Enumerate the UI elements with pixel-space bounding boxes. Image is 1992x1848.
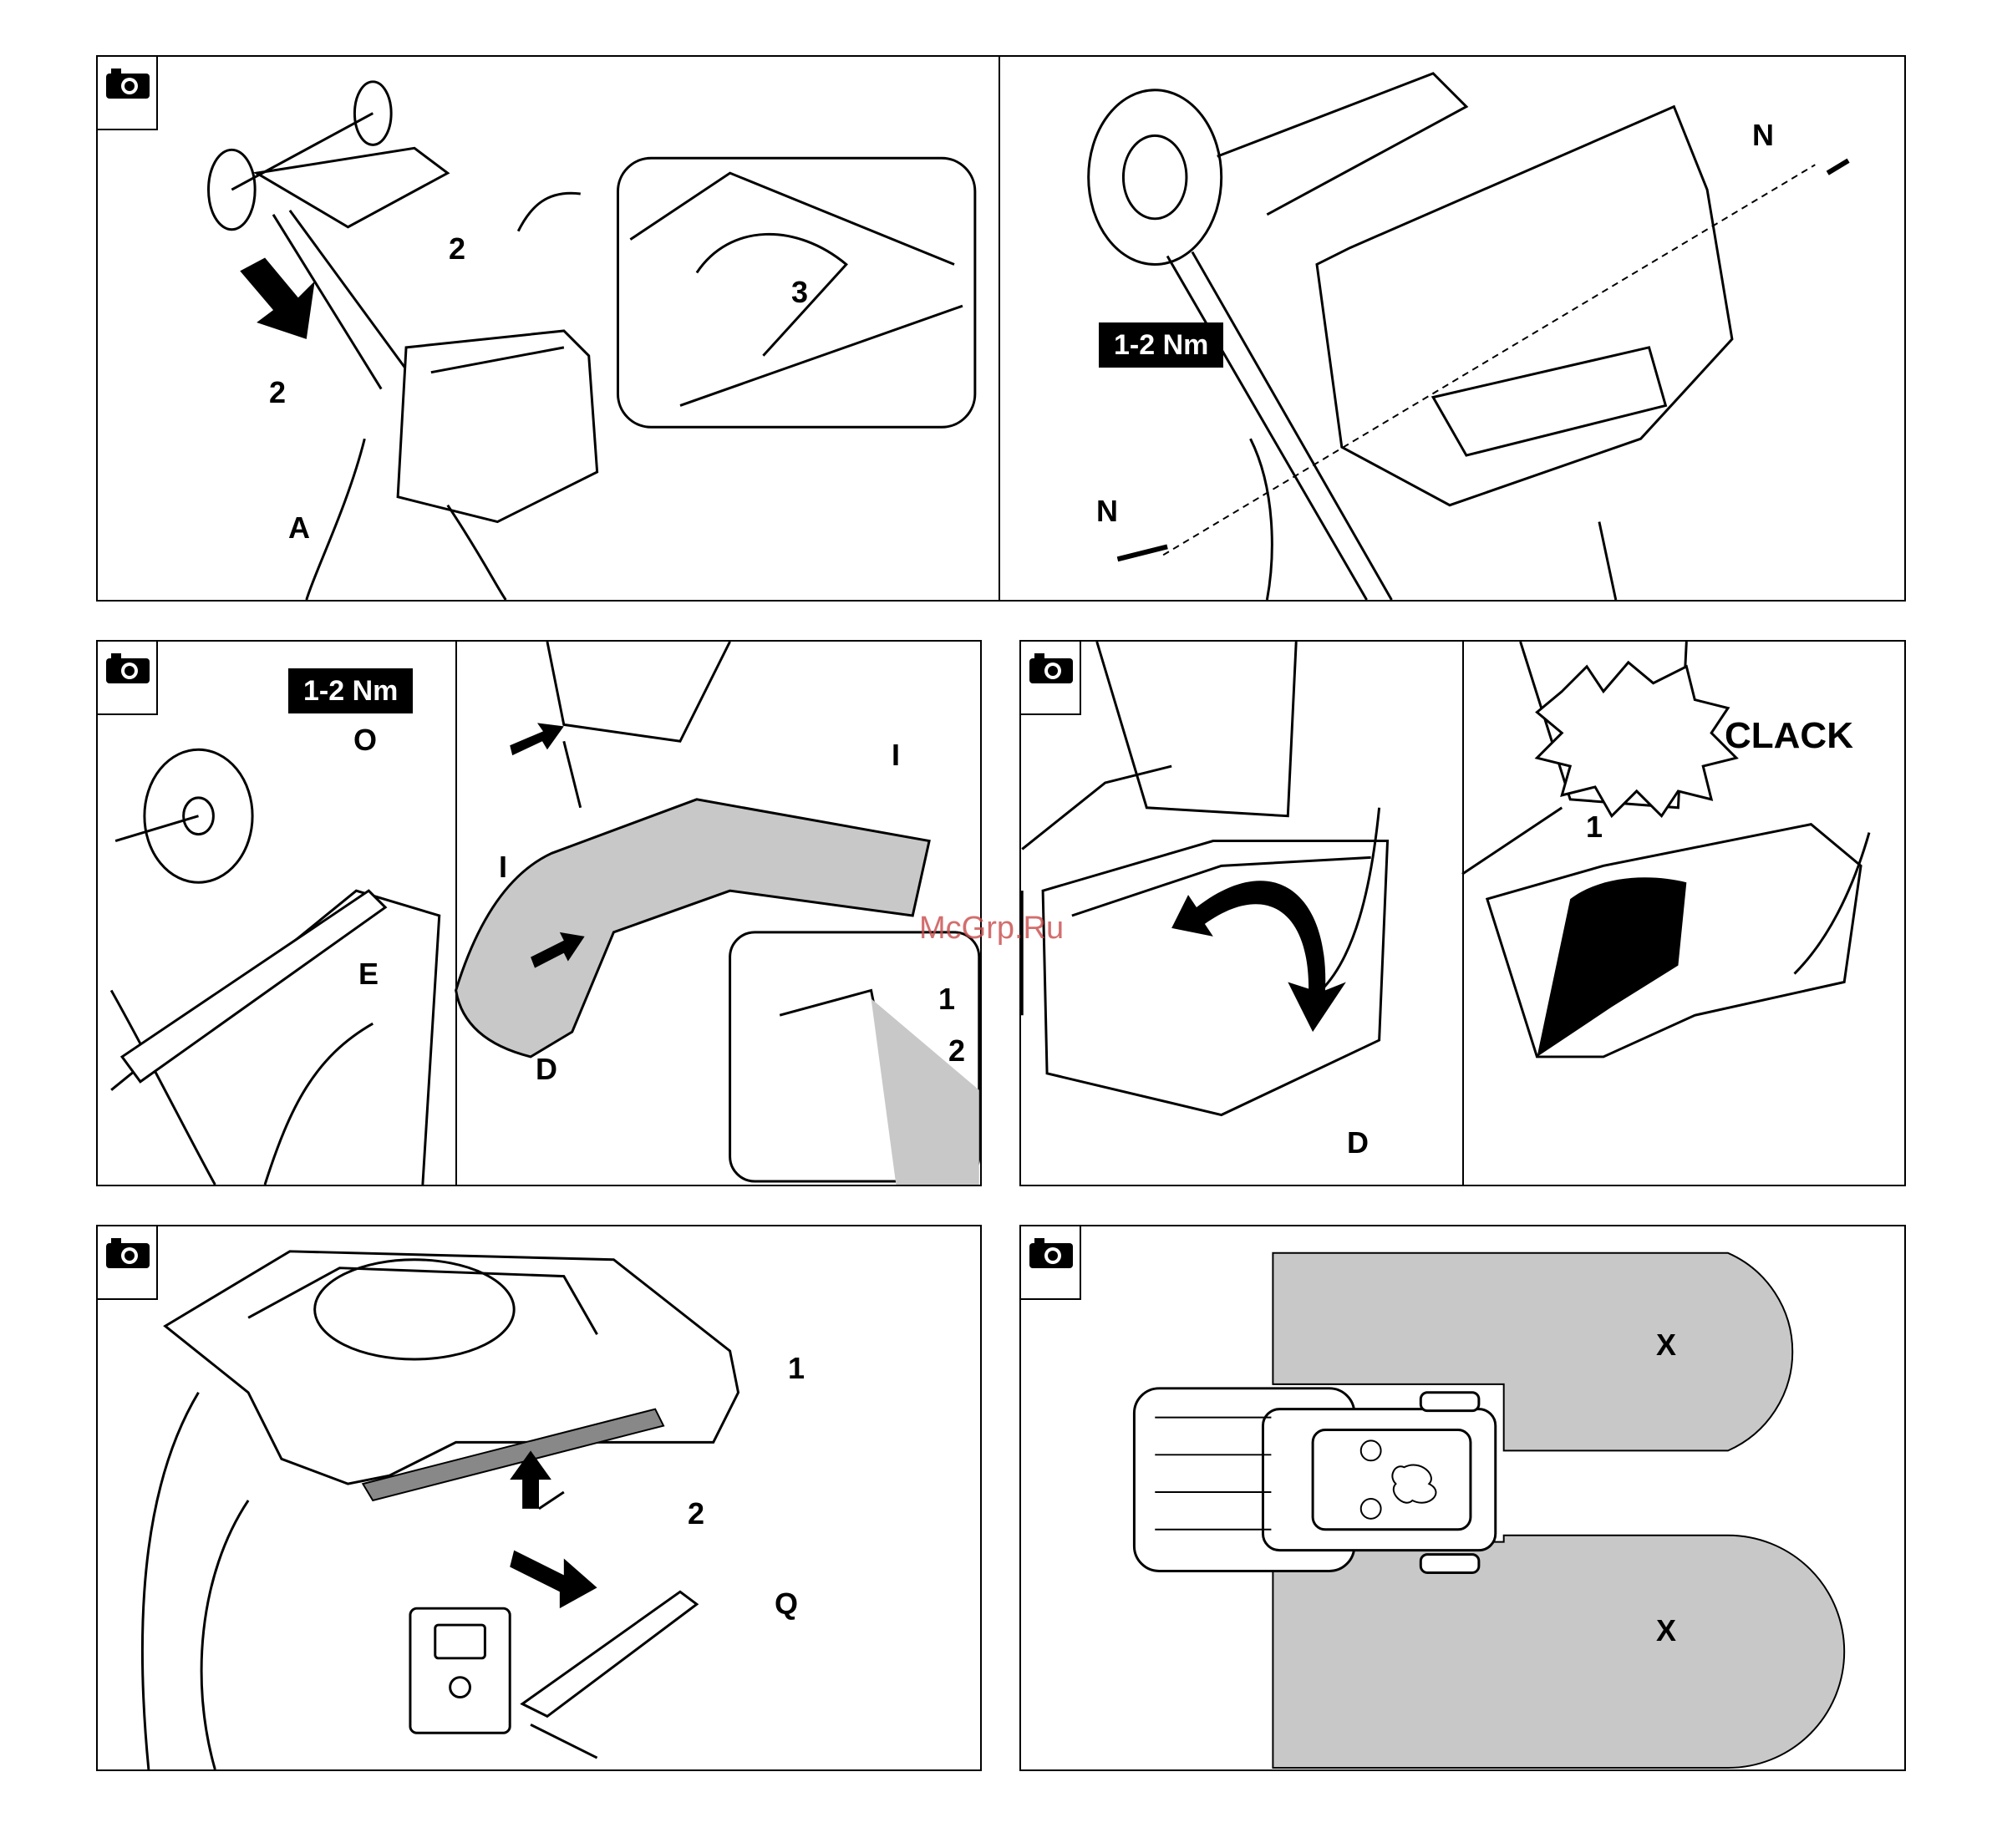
- panel-bracket-mount: 1 2 Q: [96, 1225, 982, 1771]
- camera-icon: [98, 642, 158, 715]
- label-q: Q: [775, 1589, 798, 1619]
- arrow-left-icon: [510, 723, 564, 755]
- label-o: O: [353, 725, 377, 755]
- arrow-right-icon: [510, 1551, 597, 1609]
- label-i-top: I: [892, 740, 900, 770]
- label-d: D: [536, 1054, 557, 1084]
- label-3: 3: [791, 277, 808, 307]
- panel-cover-assembly: 1-2 Nm O E I I D 1 2: [96, 640, 982, 1186]
- bracket-q-shape: [522, 1592, 697, 1716]
- label-n-top: N: [1752, 120, 1774, 150]
- clack-burst-shape: [1537, 663, 1736, 816]
- label-n-bottom: N: [1096, 496, 1118, 526]
- label-d: D: [1347, 1128, 1369, 1158]
- camera-icon: [98, 57, 158, 130]
- camera-icon: [98, 1226, 158, 1300]
- bracket-mount-illustration: [98, 1226, 980, 1769]
- label-2: 2: [688, 1499, 704, 1529]
- clearance-zones-illustration: [1021, 1226, 1904, 1769]
- panel-hopper-screws: 1-2 Nm N N: [999, 55, 1906, 602]
- cover-assembly-illustration: [98, 642, 980, 1185]
- label-e: E: [358, 959, 379, 989]
- panel-clearance-zones: X X: [1019, 1225, 1906, 1771]
- torque-badge: 1-2 Nm: [288, 668, 413, 713]
- label-x-top: X: [1656, 1330, 1676, 1360]
- camera-icon: [1021, 642, 1081, 715]
- label-2-upper: 2: [449, 234, 465, 264]
- clack-sound-label: CLACK: [1725, 715, 1853, 757]
- arrow-down-icon: [240, 258, 314, 339]
- panel-flap-close: CLACK 1 D: [1019, 640, 1906, 1186]
- label-1: 1: [1586, 812, 1603, 842]
- label-a: A: [288, 513, 310, 543]
- panel-handle-assembly: 2 2 3 A: [96, 55, 1000, 602]
- watermark: McGrp.Ru: [919, 911, 1064, 947]
- label-i-left: I: [499, 852, 507, 882]
- handle-assembly-illustration: [98, 57, 999, 600]
- label-2-lower: 2: [269, 378, 286, 408]
- label-2: 2: [948, 1036, 965, 1066]
- zone-bottom-shape: [1273, 1536, 1844, 1768]
- torque-badge: 1-2 Nm: [1099, 322, 1223, 368]
- camera-icon: [1021, 1226, 1081, 1300]
- label-1: 1: [788, 1353, 805, 1383]
- label-1: 1: [938, 984, 955, 1014]
- label-x-bottom: X: [1656, 1616, 1676, 1646]
